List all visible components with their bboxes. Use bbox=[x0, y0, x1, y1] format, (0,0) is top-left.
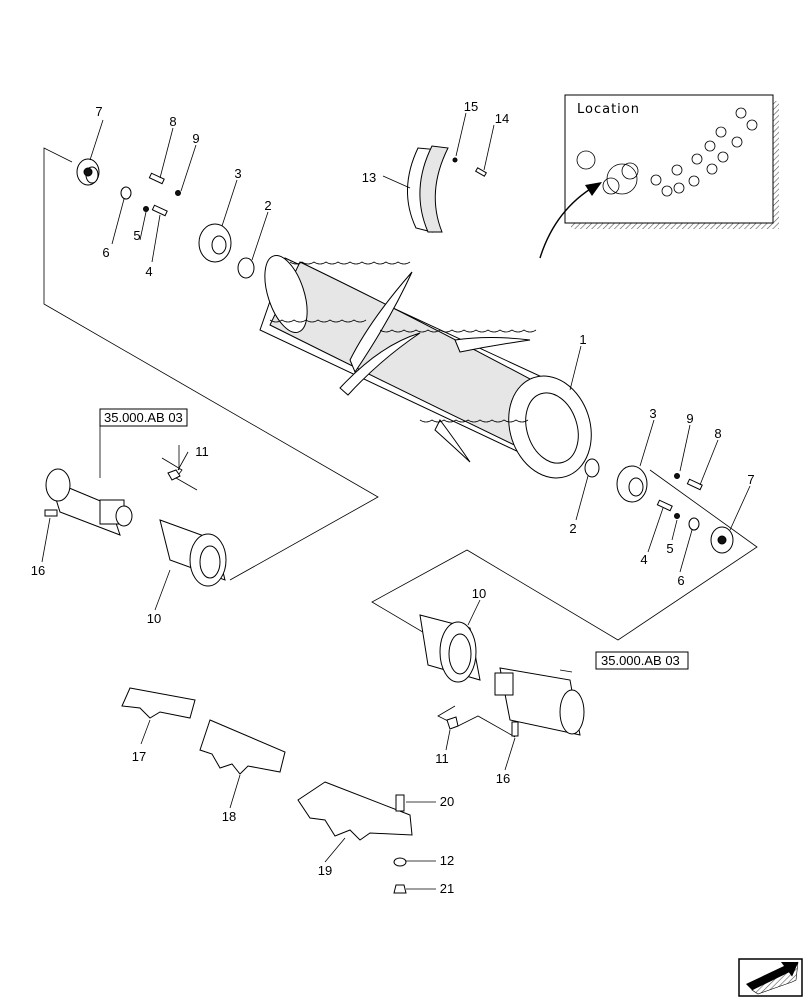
reference-left[interactable]: 35.000.AB 03 bbox=[99, 408, 188, 427]
callout: 17 bbox=[132, 749, 146, 764]
callout-numbers: 7 8 9 3 2 6 5 4 15 14 13 1 3 9 8 7 2 4 5… bbox=[31, 99, 755, 896]
callout: 15 bbox=[464, 99, 478, 114]
callout: 16 bbox=[31, 563, 45, 578]
left-hub-parts bbox=[76, 158, 255, 279]
next-page-arrow-icon[interactable] bbox=[738, 958, 803, 997]
callout: 3 bbox=[234, 166, 241, 181]
left-motor-assembly bbox=[44, 468, 227, 587]
callout: 11 bbox=[195, 444, 209, 459]
leader-lines bbox=[41, 112, 751, 890]
callout: 19 bbox=[318, 863, 332, 878]
callout: 14 bbox=[495, 111, 509, 126]
callout: 4 bbox=[640, 552, 647, 567]
callout: 20 bbox=[440, 794, 454, 809]
callout: 5 bbox=[133, 228, 140, 243]
callout: 13 bbox=[362, 170, 376, 185]
location-rotor-layout bbox=[576, 107, 758, 197]
callout: 8 bbox=[714, 426, 721, 441]
bracket-13 bbox=[407, 145, 488, 233]
callout: 2 bbox=[264, 198, 271, 213]
plates bbox=[121, 687, 413, 894]
right-hub-parts bbox=[584, 458, 734, 554]
callout: 3 bbox=[649, 406, 656, 421]
callout: 9 bbox=[686, 411, 693, 426]
callout: 8 bbox=[169, 114, 176, 129]
callout: 16 bbox=[496, 771, 510, 786]
callout: 4 bbox=[145, 264, 152, 279]
callout: 21 bbox=[440, 881, 454, 896]
callout: 11 bbox=[435, 751, 449, 766]
location-title: Location bbox=[577, 102, 640, 117]
callout: 6 bbox=[677, 573, 684, 588]
callout: 18 bbox=[222, 809, 236, 824]
reference-right[interactable]: 35.000.AB 03 bbox=[595, 651, 689, 670]
location-inset: Location bbox=[539, 94, 779, 259]
callout: 7 bbox=[95, 104, 102, 119]
callout: 2 bbox=[569, 521, 576, 536]
callout: 5 bbox=[666, 541, 673, 556]
reference-label[interactable]: 35.000.AB 03 bbox=[104, 410, 183, 425]
callout: 12 bbox=[440, 853, 454, 868]
reference-label[interactable]: 35.000.AB 03 bbox=[601, 653, 680, 668]
callout: 7 bbox=[747, 472, 754, 487]
callout: 6 bbox=[102, 245, 109, 260]
callout: 1 bbox=[579, 332, 586, 347]
callout: 9 bbox=[192, 131, 199, 146]
callout: 10 bbox=[147, 611, 161, 626]
callout: 10 bbox=[472, 586, 486, 601]
rotor-drum bbox=[259, 255, 592, 479]
right-motor-assembly bbox=[419, 614, 585, 737]
frame-lines bbox=[43, 147, 758, 738]
